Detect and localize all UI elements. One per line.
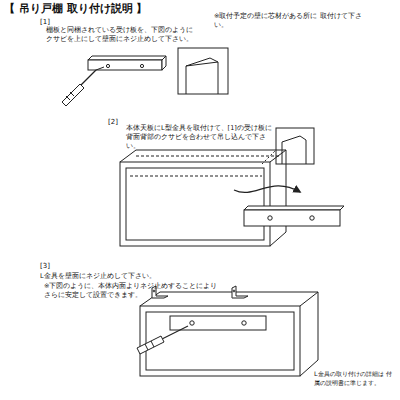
step-number: [3] <box>40 262 50 271</box>
screw <box>153 290 155 292</box>
detail-frame <box>276 128 314 164</box>
support-board <box>88 56 166 70</box>
page-title: 【 吊り戸棚 取り付け説明 】 <box>4 2 148 17</box>
hidden-line <box>130 176 262 177</box>
board-front <box>244 210 340 226</box>
wedge-profile <box>282 136 306 164</box>
screwdriver-grip <box>70 92 74 96</box>
wedge-profile <box>186 58 218 94</box>
wedge-edge <box>186 62 218 66</box>
detail-box <box>262 128 314 164</box>
screwdriver-grip <box>145 344 148 350</box>
note: L金具の取り付けの詳細は 付属の説明書に準じます。 <box>314 370 396 387</box>
screwdriver-grip <box>66 96 70 100</box>
cabinet-back-edges <box>120 150 286 246</box>
detail-frame <box>178 48 228 94</box>
bracket-up <box>232 286 236 298</box>
screw-hole <box>310 216 314 220</box>
cabinet-back-edges <box>140 292 318 376</box>
instruction: L金具を壁面にネジ止めして下さい。 <box>40 272 240 281</box>
board-top <box>88 56 166 60</box>
cabinet <box>120 150 286 246</box>
hidden-line <box>136 156 280 157</box>
screwdriver-grip <box>151 341 154 347</box>
detail-box <box>178 48 228 94</box>
instruction: 棚板と同梱されている受け板を、下図のように クサビを上にして壁面にネジ止めして下… <box>46 26 196 44</box>
instruction: 本体天板にL型金具を取付けて、[1]の受け板に 背面背部のクサビを合わせて吊し込… <box>126 124 272 150</box>
cabinet-inner <box>146 312 294 370</box>
screwdriver <box>62 67 104 106</box>
cabinet <box>140 292 318 376</box>
screw-hole <box>190 321 194 325</box>
screw-hole <box>140 64 143 67</box>
leader-line <box>262 150 276 164</box>
screwdriver-handle <box>137 336 164 354</box>
cabinet-edge <box>300 292 318 306</box>
note: ※下図のように、本体内面よりネジ止めすることにより さらに安定して設置できます。 <box>44 282 219 300</box>
support-board <box>244 206 344 226</box>
screw-hole <box>106 64 109 67</box>
screwdriver-shaft <box>160 326 188 340</box>
board-front <box>88 60 162 70</box>
note: ※取付予定の壁に芯材がある所に 取付けて下さい。 <box>214 12 364 30</box>
screw-hole <box>268 216 272 220</box>
screw <box>233 290 235 292</box>
bracket-foot <box>152 296 168 298</box>
board-side <box>162 56 166 70</box>
step-number: [2] <box>108 118 118 127</box>
cabinet-front <box>120 162 270 246</box>
curved-arrow <box>234 186 300 193</box>
screw <box>96 67 104 70</box>
bracket-foot <box>232 296 248 298</box>
board-top <box>244 206 344 210</box>
screwdriver-handle <box>62 84 84 106</box>
cabinet-inner <box>126 168 264 240</box>
screwdriver <box>137 326 188 354</box>
screw-hole <box>242 321 246 325</box>
